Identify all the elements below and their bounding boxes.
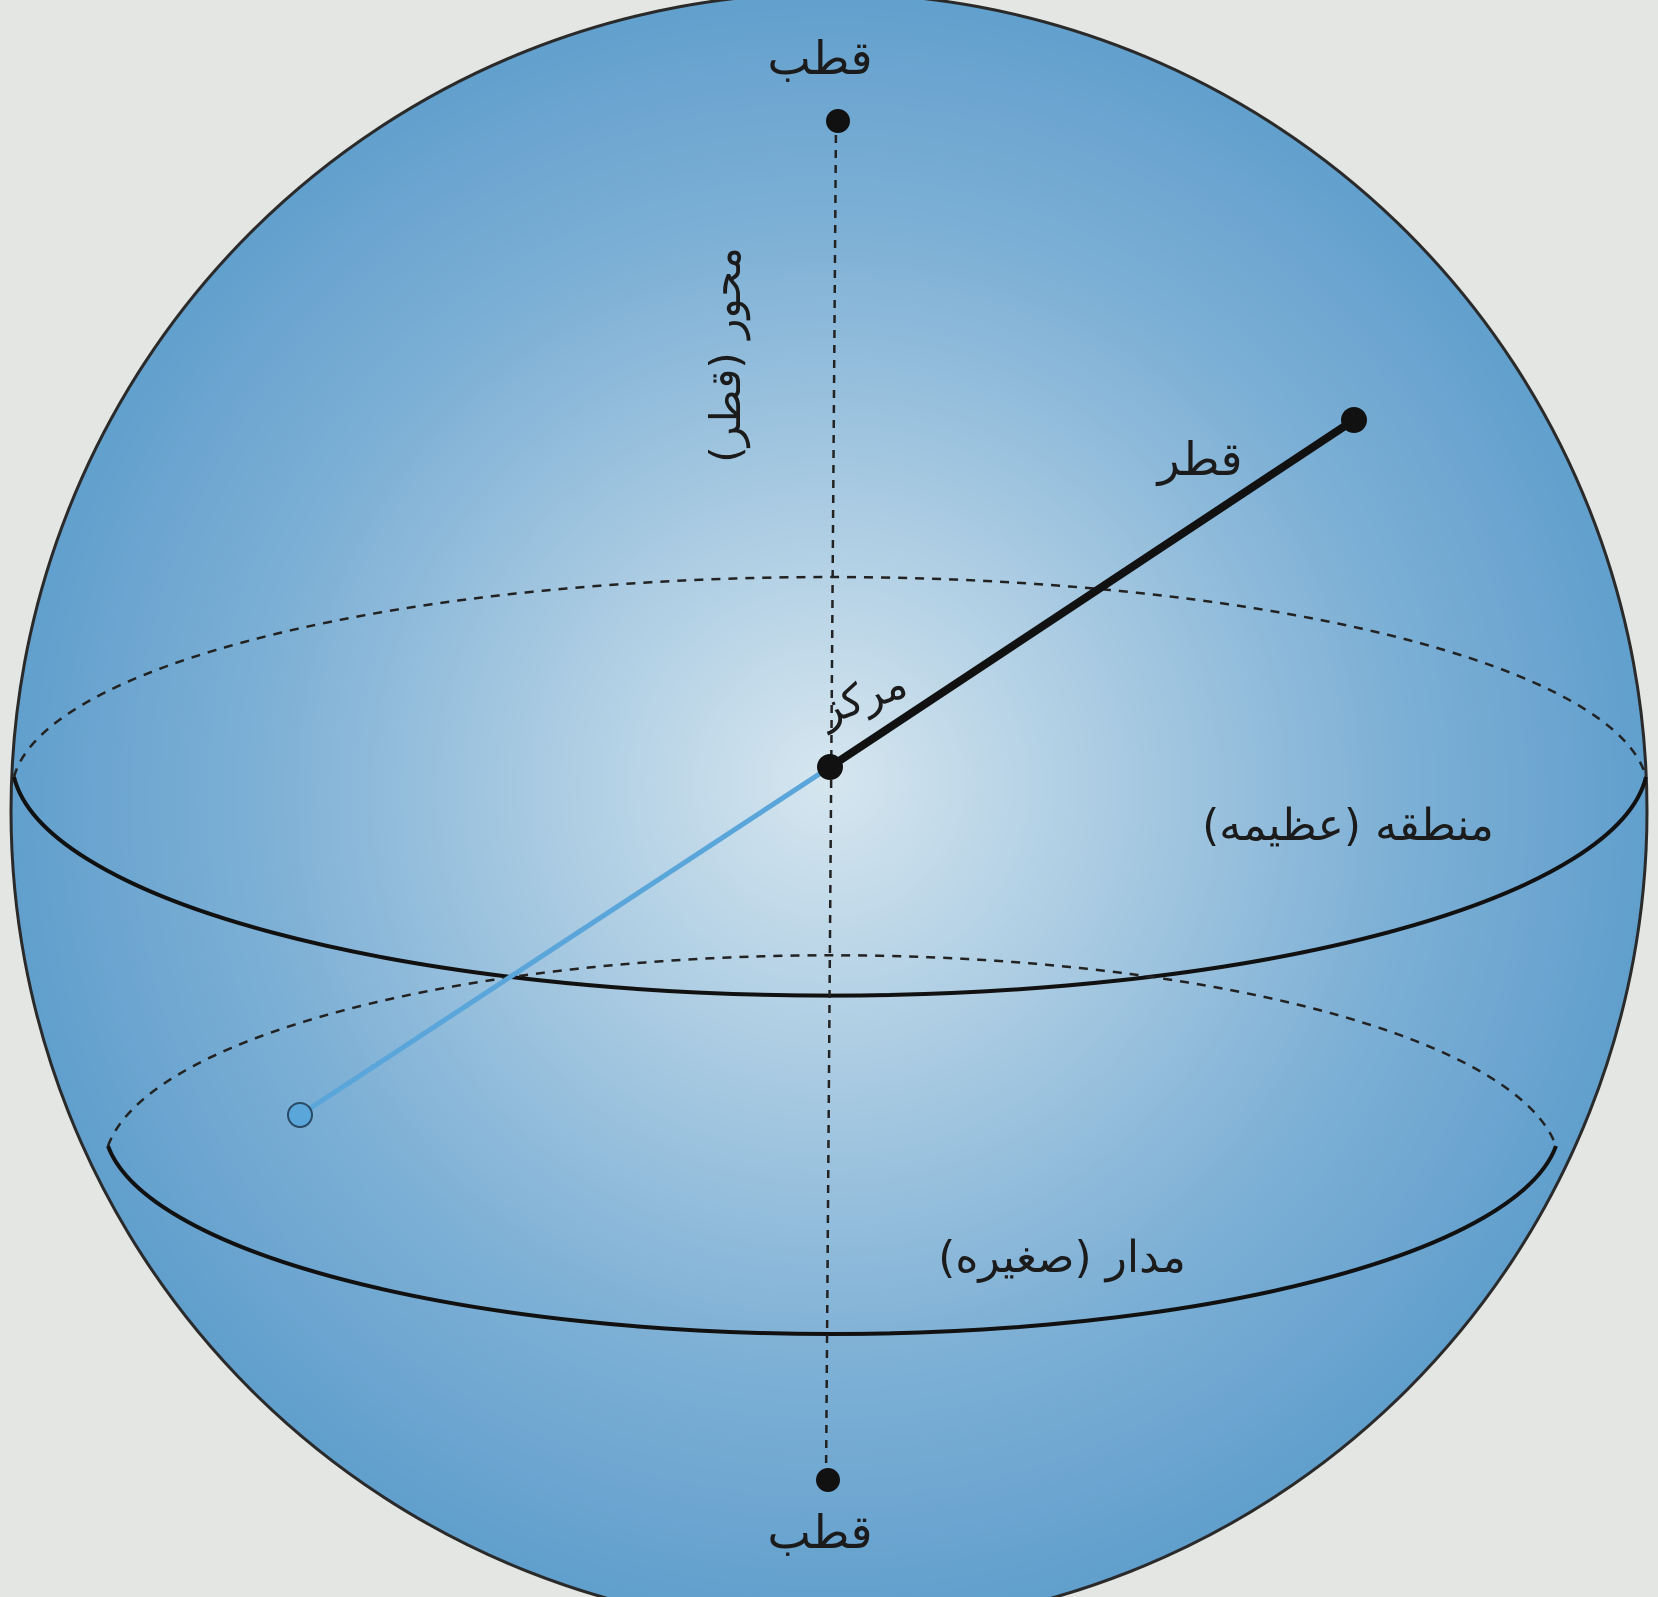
- small-circle-label: مدار (صغیره): [938, 1232, 1186, 1283]
- great-circle-back: [12, 575, 1648, 778]
- south-pole-label: قطب: [768, 1505, 873, 1559]
- radius-front-line: [827, 416, 1357, 771]
- radius-front-endpoint: [1341, 407, 1367, 433]
- radius-label: قطر: [1155, 432, 1242, 487]
- radius-back-endpoint: [287, 1102, 313, 1128]
- small-circle-front: [106, 1145, 1558, 1336]
- axis-label: محور (قطر): [701, 247, 750, 462]
- north-pole-point: [826, 109, 850, 133]
- small-circle-back: [106, 954, 1558, 1147]
- north-pole-label: قطب: [768, 31, 873, 85]
- sphere: [9, 0, 1649, 1597]
- great-circle-label: منطقه (عظیمه): [1202, 800, 1494, 851]
- center-point: [817, 754, 843, 780]
- radius-back-line: [298, 764, 832, 1118]
- south-pole-point: [816, 1468, 840, 1492]
- polar-axis-line: [824, 119, 838, 1481]
